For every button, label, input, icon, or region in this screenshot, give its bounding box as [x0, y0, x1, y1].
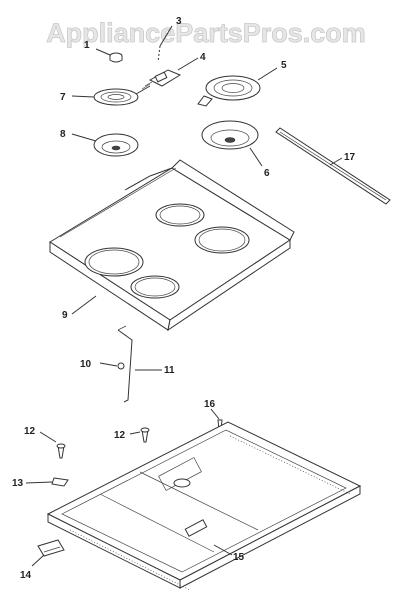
part-8-small-drip-bowl — [71, 133, 139, 157]
callout-8: 8 — [60, 129, 66, 140]
part-7-small-surface-element — [71, 85, 151, 106]
part-9-cooktop — [49, 159, 295, 332]
callout-10: 10 — [80, 359, 92, 370]
callout-3: 3 — [176, 16, 182, 27]
watermark-text: AppliancePartsPros.com — [46, 18, 366, 48]
part-1-knob — [95, 48, 123, 63]
part-15-bottom-panel — [46, 421, 362, 591]
part-10-11-screw-and-clip — [99, 325, 162, 403]
callout-9: 9 — [62, 310, 68, 321]
callout-13: 13 — [12, 478, 24, 489]
part-17-trim-strip — [275, 127, 391, 205]
callout-14: 14 — [20, 570, 32, 581]
callout-15: 15 — [233, 552, 245, 563]
callout-6: 6 — [264, 168, 270, 179]
callout-7: 7 — [60, 92, 66, 103]
callout-17: 17 — [344, 152, 356, 163]
callout-16: 16 — [204, 399, 216, 410]
part-12-13-screws — [25, 408, 223, 487]
callout-4: 4 — [200, 52, 206, 63]
callout-11: 11 — [164, 365, 175, 376]
callout-1: 1 — [84, 40, 90, 51]
callout-5: 5 — [281, 60, 287, 71]
part-3-4-terminal-block — [141, 25, 199, 90]
callout-12a: 12 — [24, 426, 36, 437]
part-5-large-surface-element — [197, 67, 278, 107]
part-14-bracket — [31, 539, 65, 567]
callout-12b: 12 — [114, 430, 126, 441]
part-6-large-drip-bowl — [201, 120, 263, 167]
